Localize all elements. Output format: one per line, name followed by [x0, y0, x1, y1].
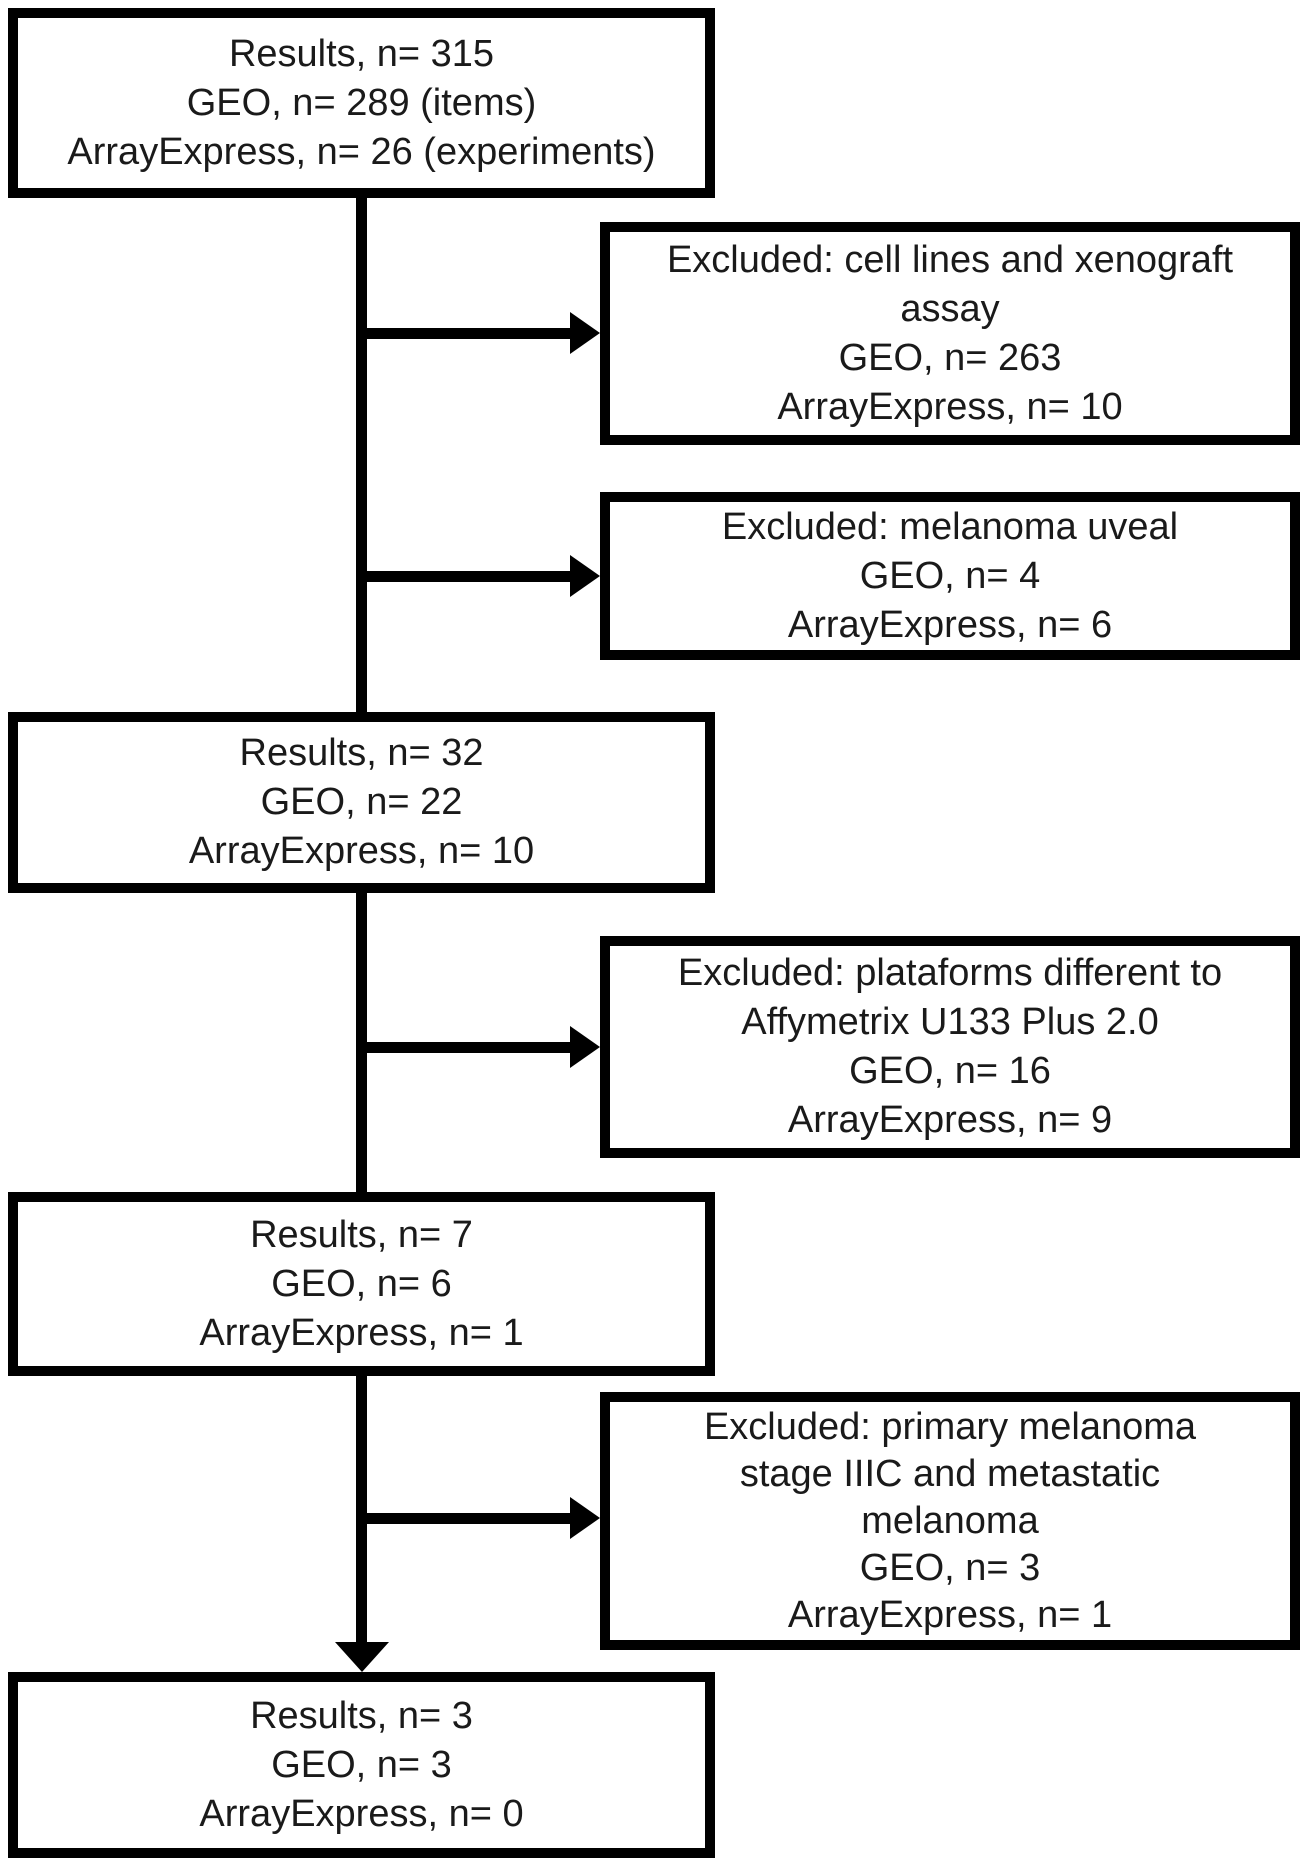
- box-excluded-platforms: Excluded: plataforms different to Affyme…: [600, 936, 1300, 1158]
- box-text-line: Results, n= 3: [250, 1694, 473, 1737]
- box-results-final: Results, n= 3 GEO, n= 3 ArrayExpress, n=…: [8, 1672, 715, 1858]
- box-text-line: ArrayExpress, n= 6: [787, 603, 1113, 646]
- box-text-line: Excluded: cell lines and xenograft: [666, 238, 1234, 281]
- box-text-line: stage IIIC and metastatic: [739, 1452, 1161, 1495]
- box-text-line: GEO, n= 6: [271, 1262, 452, 1305]
- box-text-line: ArrayExpress, n= 1: [787, 1593, 1113, 1636]
- arrow-right-icon: [570, 555, 600, 597]
- box-excluded-cell-lines-xenograft: Excluded: cell lines and xenograft assay…: [600, 222, 1300, 445]
- box-results-after-exclusion-2: Results, n= 7 GEO, n= 6 ArrayExpress, n=…: [8, 1192, 715, 1376]
- box-excluded-primary-melanoma: Excluded: primary melanoma stage IIIC an…: [600, 1392, 1300, 1650]
- box-text-line: Results, n= 315: [228, 32, 495, 75]
- arrow-down-icon: [335, 1642, 389, 1672]
- box-text-line: Excluded: melanoma uveal: [721, 505, 1179, 548]
- box-text-line: Excluded: plataforms different to: [677, 952, 1223, 994]
- box-text-line: Affymetrix U133 Plus 2.0: [741, 1001, 1159, 1043]
- arrow-right-icon: [570, 1026, 600, 1068]
- box-text-line: ArrayExpress, n= 1: [199, 1311, 524, 1354]
- box-excluded-melanoma-uveal: Excluded: melanoma uveal GEO, n= 4 Array…: [600, 492, 1300, 660]
- arrow-right-icon: [570, 1497, 600, 1539]
- box-text-line: GEO, n= 16: [849, 1050, 1051, 1092]
- box-text-line: GEO, n= 3: [859, 1546, 1041, 1589]
- box-text-line: GEO, n= 3: [271, 1743, 452, 1786]
- box-text-line: GEO, n= 4: [859, 554, 1041, 597]
- box-text-line: ArrayExpress, n= 26 (experiments): [67, 130, 656, 173]
- box-text-line: assay: [900, 287, 1000, 330]
- box-text-line: Results, n= 32: [239, 732, 484, 774]
- box-text-line: ArrayExpress, n= 9: [787, 1099, 1113, 1141]
- box-text-line: melanoma: [861, 1499, 1039, 1542]
- branch-line-excluded-1: [356, 328, 572, 339]
- trunk-segment-3: [356, 1376, 367, 1642]
- arrow-right-icon: [570, 312, 600, 354]
- trunk-segment-1: [356, 198, 367, 712]
- box-text-line: GEO, n= 289 (items): [186, 81, 537, 124]
- box-text-line: GEO, n= 263: [838, 336, 1062, 379]
- box-text-line: GEO, n= 22: [260, 781, 463, 823]
- box-results-after-exclusion-1: Results, n= 32 GEO, n= 22 ArrayExpress, …: [8, 712, 715, 893]
- branch-line-excluded-3: [356, 1042, 572, 1053]
- box-text-line: ArrayExpress, n= 10: [777, 385, 1123, 428]
- box-text-line: Excluded: primary melanoma: [703, 1405, 1197, 1448]
- branch-line-excluded-2: [356, 571, 572, 582]
- branch-line-excluded-4: [356, 1513, 572, 1524]
- box-results-initial: Results, n= 315 GEO, n= 289 (items) Arra…: [8, 8, 715, 198]
- box-text-line: Results, n= 7: [250, 1213, 473, 1256]
- box-text-line: ArrayExpress, n= 0: [199, 1792, 524, 1835]
- box-text-line: ArrayExpress, n= 10: [188, 830, 535, 872]
